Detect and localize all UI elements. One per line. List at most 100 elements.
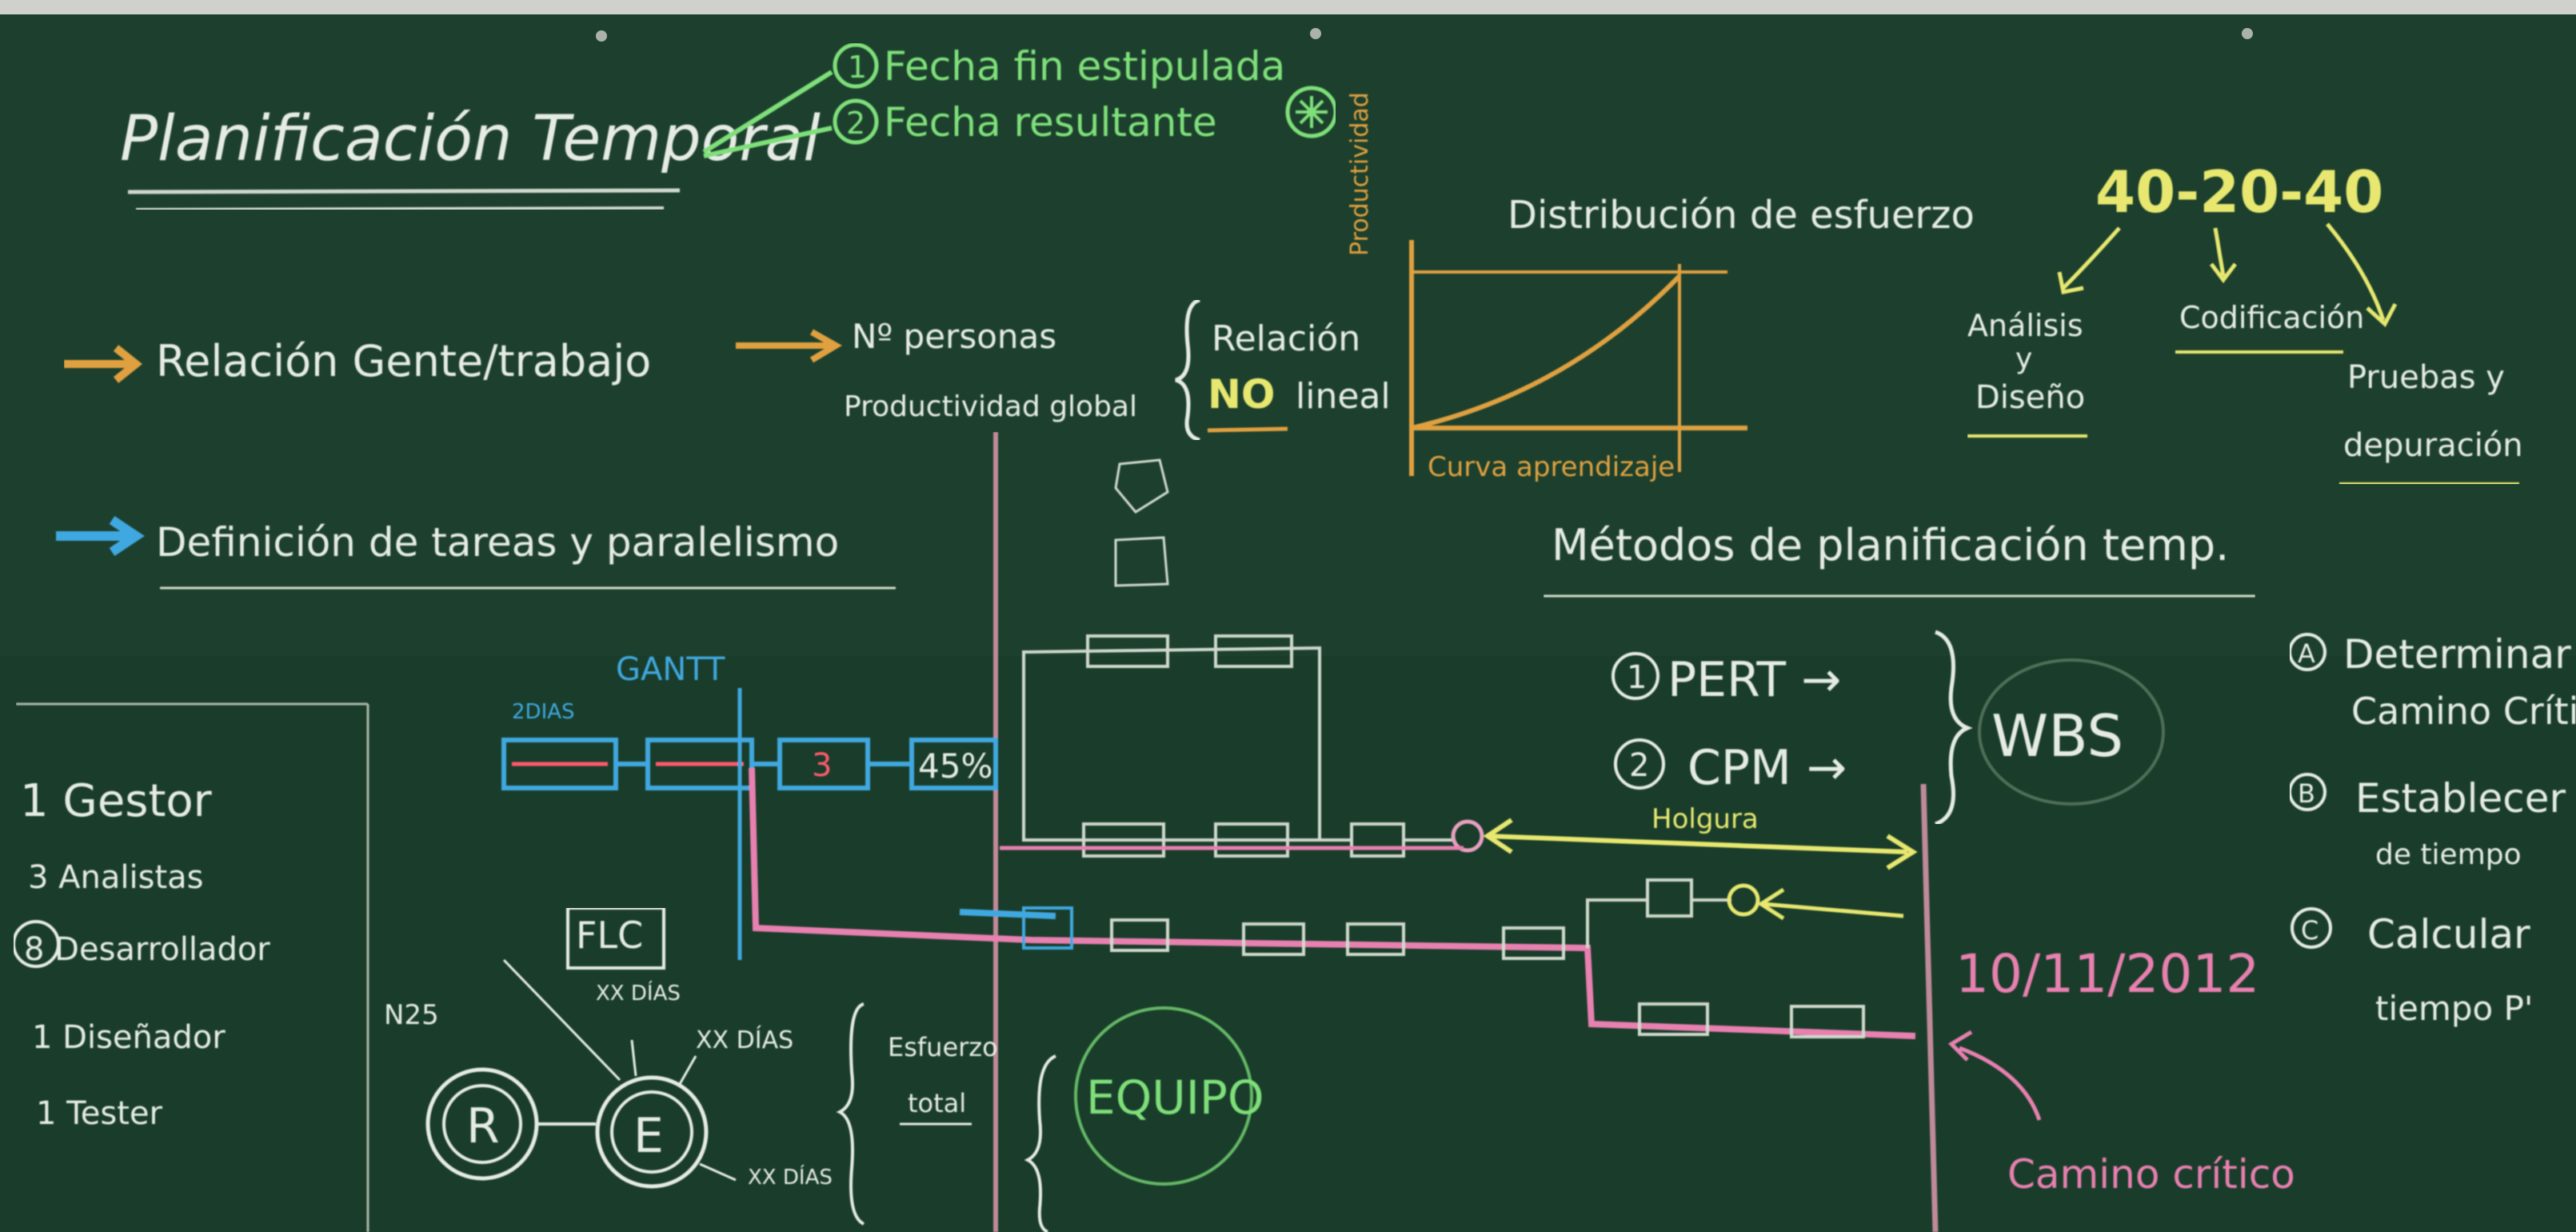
title-main: Planificación Temporal <box>120 103 821 175</box>
rule-coding: Codificación <box>2179 300 2364 335</box>
star-circle-icon <box>1285 86 1338 138</box>
option2-number: 2 <box>846 106 865 141</box>
blue-arrow-icon <box>56 516 145 556</box>
step-a-text2: Camino Crítico <box>2351 690 2576 733</box>
e-letter: E <box>633 1108 664 1164</box>
flc-text: FLC <box>576 914 643 957</box>
esfuerzo-text: Esfuerzo <box>888 1032 998 1062</box>
screw-1 <box>596 30 607 42</box>
branch-right <box>1586 898 1647 948</box>
lineal-text: lineal <box>1296 376 1391 417</box>
no-underline <box>1207 426 1288 433</box>
task-box-3-label: 3 <box>812 747 832 784</box>
e-circle-outer <box>595 1075 709 1189</box>
relacion-label: Relación Gente/trabajo <box>156 336 651 386</box>
low-box-6 <box>1638 1002 1709 1036</box>
sketch-pentagon <box>1114 458 1169 514</box>
screw-2 <box>1310 28 1321 39</box>
equipo-text: EQUIPO <box>1086 1070 1264 1125</box>
holgura-arrowhead-left <box>1483 818 1513 854</box>
total-text: total <box>908 1088 966 1118</box>
low-box-2 <box>1110 918 1169 952</box>
step-a-circle <box>2288 633 2326 671</box>
days-label: 2DIAS <box>512 700 575 724</box>
step-b-text1: Establecer <box>2355 775 2566 822</box>
pert-number-circle <box>1611 652 1659 700</box>
pert-text: PERT → <box>1667 652 1841 708</box>
critical-path <box>749 767 1916 1039</box>
curve-ylabel: Productividad <box>1346 92 1374 256</box>
role-desarrollador: 8 Desarrollador <box>24 931 270 968</box>
title-underline-2 <box>135 206 665 211</box>
wbs-ellipse <box>1978 658 2165 806</box>
orange-arrow-2-icon <box>736 329 842 363</box>
holgura-label: Holgura <box>1651 803 1759 835</box>
flc-box <box>566 906 665 970</box>
e-arrow-2 <box>630 1039 637 1077</box>
orange-arrow-icon <box>64 345 143 383</box>
low-box-3 <box>1242 922 1305 956</box>
branch-box-1 <box>1646 878 1693 918</box>
holgura-arrowhead-right <box>1886 834 1918 870</box>
rule-y: y <box>2015 342 2032 375</box>
step-b-letter: B <box>2298 778 2315 809</box>
cpm-text: CPM → <box>1687 740 1847 796</box>
learning-curve <box>1411 274 1682 430</box>
pert-number: 1 <box>1627 659 1647 696</box>
e-arrow-3 <box>678 1055 697 1085</box>
low-box-5 <box>1502 926 1565 960</box>
curve-title: Distribución de esfuerzo <box>1508 193 1975 238</box>
critical-blue-seg <box>959 909 1056 919</box>
tasks-label: Definición de tareas y paralelismo <box>156 519 839 566</box>
e-arrow-4 <box>699 1162 737 1182</box>
task-box-4-label: 45% <box>918 746 992 786</box>
methods-brace <box>1935 630 1973 826</box>
screw-3 <box>2242 28 2253 39</box>
task-box-4 <box>909 738 998 790</box>
option2-circle <box>833 98 879 145</box>
star-icon <box>1296 96 1328 128</box>
role-dev-circle <box>12 920 60 968</box>
step-c-text1: Calcular <box>2367 911 2530 958</box>
equipo-circle <box>1074 1006 1253 1186</box>
equipo-brace <box>1024 1054 1056 1232</box>
sketch-rect <box>1114 536 1169 587</box>
step-c-text2: tiempo P' <box>2375 989 2533 1028</box>
branch-yellow-arrow <box>1763 902 1904 918</box>
e-arrow-1 <box>502 958 621 1082</box>
option1-number: 1 <box>848 50 867 85</box>
rule-arrow-right <box>2326 222 2398 328</box>
people-text: Nº personas <box>852 317 1056 356</box>
critical-label: Camino crítico <box>2007 1151 2295 1198</box>
end-vertical <box>1920 783 1939 1232</box>
no-text: NO <box>1208 371 1275 418</box>
cpm-number: 2 <box>1629 747 1649 784</box>
esfuerzo-brace <box>836 1002 865 1226</box>
n25-text: N25 <box>384 999 439 1031</box>
green-arrow-2 <box>703 126 833 158</box>
rule-design: Diseño <box>1975 379 2085 416</box>
curly-brace <box>1175 298 1200 442</box>
net-box-3 <box>1082 822 1165 858</box>
low-box-4 <box>1346 922 1405 956</box>
curve-xlabel: Curva aprendizaje <box>1428 451 1675 483</box>
relation-text: Relación <box>1212 318 1360 359</box>
xxdias-1: XX DÍAS <box>596 980 681 1006</box>
critical-arrow <box>1947 1030 2042 1121</box>
option1-text: Fecha fin estipulada <box>884 43 1285 90</box>
r-circle-inner <box>442 1084 522 1164</box>
option2-text: Fecha resultante <box>884 99 1217 146</box>
methods-title: Métodos de planificación temp. <box>1552 520 2229 570</box>
step-c-letter: C <box>2301 915 2318 946</box>
step-b-circle <box>2288 773 2326 811</box>
wbs-text: WBS <box>1991 702 2123 770</box>
net-box-4 <box>1214 822 1289 858</box>
net-box-1 <box>1086 634 1169 668</box>
step-c-circle <box>2290 907 2332 949</box>
rule-arrow-left <box>2057 226 2121 294</box>
rule-arrow-mid <box>2210 227 2237 284</box>
branch-node <box>1727 883 1760 917</box>
title-underline-1 <box>127 188 681 194</box>
